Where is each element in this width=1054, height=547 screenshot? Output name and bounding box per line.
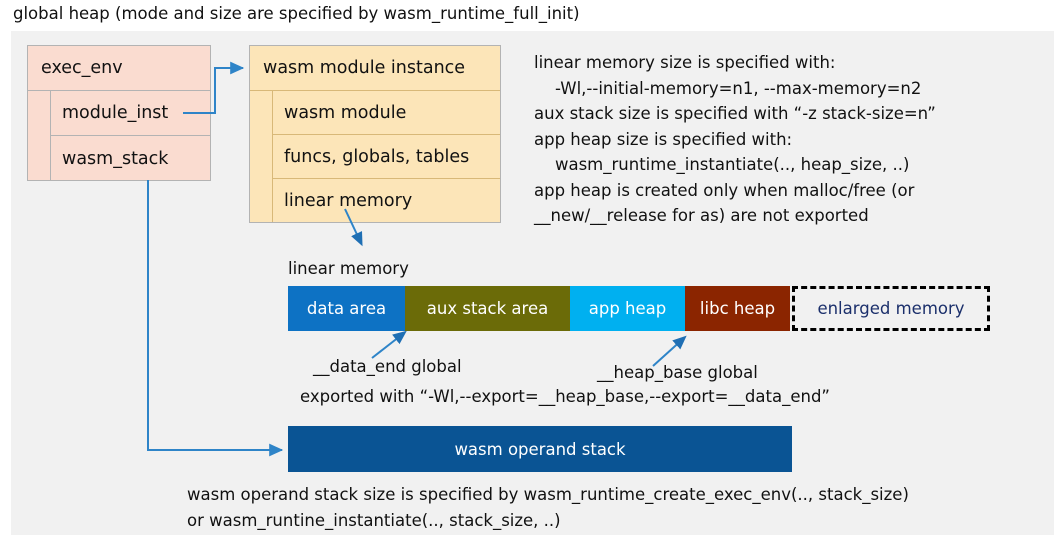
memory-segment-libc-heap: libc heap <box>685 286 790 331</box>
exec-env-row-module-inst: module_inst <box>51 91 210 136</box>
wasm-module-instance-box: wasm module instance wasm module funcs, … <box>249 45 501 223</box>
memory-segment-app-heap: app heap <box>570 286 685 331</box>
module-instance-row-funcs-globals-tables: funcs, globals, tables <box>273 135 500 179</box>
exported-with-annotation: exported with “-Wl,--export=__heap_base,… <box>300 387 830 406</box>
linear-memory-bar-label: linear memory <box>288 259 409 278</box>
memory-segment-data-area: data area <box>288 286 405 331</box>
module-instance-row-linear-memory: linear memory <box>284 191 413 211</box>
exec-env-row-wasm-stack: wasm_stack <box>62 148 169 169</box>
exec-env-box: exec_env module_inst wasm_stack <box>27 45 211 181</box>
page-title: global heap (mode and size are specified… <box>13 4 580 23</box>
operand-stack-note: wasm operand stack size is specified by … <box>187 485 909 530</box>
exec-env-indent-column <box>28 91 51 181</box>
linear-memory-notes: linear memory size is specified with: -W… <box>534 53 936 225</box>
module-instance-indent-column <box>250 91 273 222</box>
memory-segment-aux-stack-area: aux stack area <box>405 286 570 331</box>
module-instance-header: wasm module instance <box>250 46 500 91</box>
data-end-annotation: __data_end global <box>313 357 462 376</box>
module-instance-row-wasm-module: wasm module <box>273 91 500 135</box>
exec-env-header: exec_env <box>28 46 210 91</box>
memory-segment-enlarged-memory: enlarged memory <box>792 286 990 331</box>
heap-base-annotation: __heap_base global <box>597 363 758 382</box>
wasm-operand-stack-box: wasm operand stack <box>288 426 792 472</box>
